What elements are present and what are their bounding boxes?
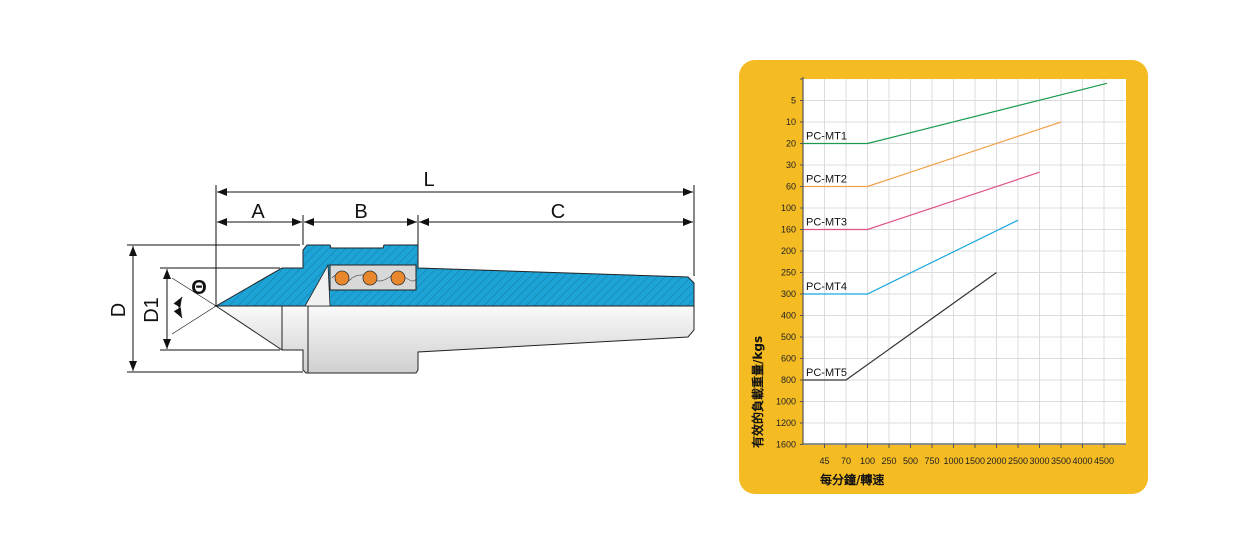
y-tick-label: 400 (781, 311, 796, 321)
y-tick-label: 100 (781, 203, 796, 213)
ball (334, 270, 350, 286)
x-tick-label: 4500 (1094, 456, 1114, 466)
load-speed-chart: 5 10 20 30 60 100 160 200 250 300 400 500 600 800 1000… (750, 77, 1126, 487)
series-label: PC-MT4 (806, 281, 847, 293)
series-label: PC-MT5 (806, 367, 847, 379)
y-tick-label: 5 (791, 96, 796, 106)
x-tick-label: 4000 (1072, 456, 1092, 466)
x-tick-label: 250 (881, 456, 896, 466)
y-tick-label: 300 (781, 289, 796, 299)
y-tick-label: 800 (781, 375, 796, 385)
dim-label-C: C (551, 201, 565, 223)
series-line-pc-mt1 (803, 82, 1108, 145)
y-tick-label: 600 (781, 354, 796, 364)
y-tick-label: 1600 (776, 440, 796, 450)
y-tick-label: 1000 (776, 397, 796, 407)
dim-label-D: D (108, 303, 130, 317)
x-tick-label: 45 (819, 456, 829, 466)
x-tick-label: 1500 (965, 456, 985, 466)
y-tick-label: 10 (786, 117, 796, 127)
x-tick-label: 2000 (986, 456, 1006, 466)
series-label: PC-MT1 (806, 131, 847, 143)
x-axis-title: 每分鐘/轉速 (820, 472, 884, 487)
x-tick-label: 70 (841, 456, 851, 466)
dim-label-D1: D1 (141, 297, 163, 323)
body-upper-section (214, 244, 695, 307)
series-line-pc-mt2 (803, 121, 1062, 188)
load-chart-panel: 5 10 20 30 60 100 160 200 250 300 400 500 600 800 1000… (739, 60, 1148, 494)
series-line-pc-mt3 (803, 171, 1040, 231)
y-tick-label: 500 (781, 332, 796, 342)
dimension-lines (127, 185, 695, 373)
y-tick-label: 60 (786, 182, 796, 192)
dim-label-theta: Θ (191, 277, 207, 299)
live-center-diagram: L A B C D D1 Θ (108, 169, 695, 374)
series-label: PC-MT2 (806, 174, 847, 186)
series-line-pc-mt5 (803, 272, 997, 381)
dim-label-L: L (423, 169, 434, 191)
y-tick-label: 1200 (776, 418, 796, 428)
y-tick-label: 30 (786, 160, 796, 170)
x-tick-label: 500 (903, 456, 918, 466)
x-tick-label: 3000 (1029, 456, 1049, 466)
dim-label-A: A (251, 201, 265, 223)
x-tick-label: 3500 (1051, 456, 1071, 466)
series-line-pc-mt4 (803, 219, 1019, 295)
x-tick-label: 1000 (943, 456, 963, 466)
body-lower (214, 305, 695, 374)
series-label: PC-MT3 (806, 217, 847, 229)
y-tick-label: 250 (781, 268, 796, 278)
ball (362, 270, 378, 286)
x-tick-label: 100 (860, 456, 875, 466)
y-tick-label: 200 (781, 246, 796, 256)
dim-label-B: B (354, 201, 367, 223)
y-tick-label: 160 (781, 225, 796, 235)
ball (390, 270, 406, 286)
x-tick-label: 750 (924, 456, 939, 466)
bearing (329, 264, 417, 291)
y-axis-title: 有效的負載重量/kgs (750, 336, 765, 448)
x-tick-label: 2500 (1008, 456, 1028, 466)
plot-area (803, 79, 1126, 444)
y-tick-label: 20 (786, 139, 796, 149)
